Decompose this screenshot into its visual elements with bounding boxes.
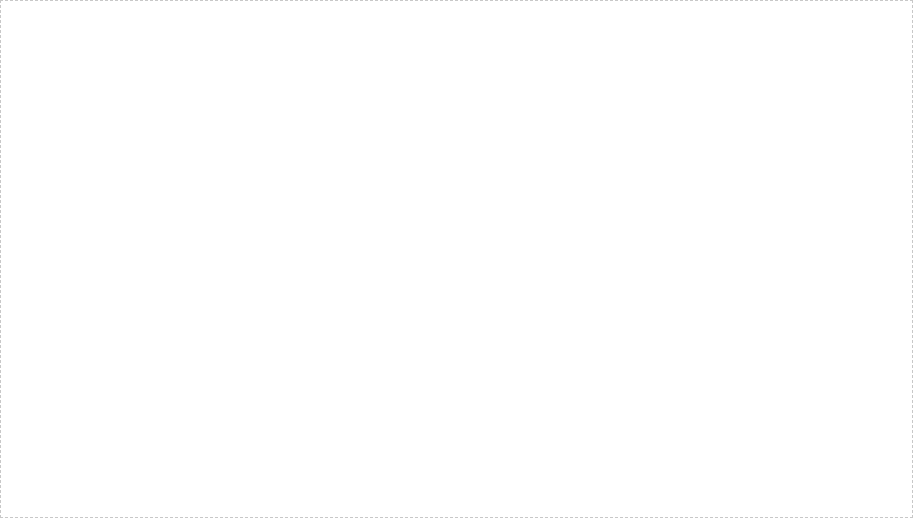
page-canvas (0, 0, 913, 518)
